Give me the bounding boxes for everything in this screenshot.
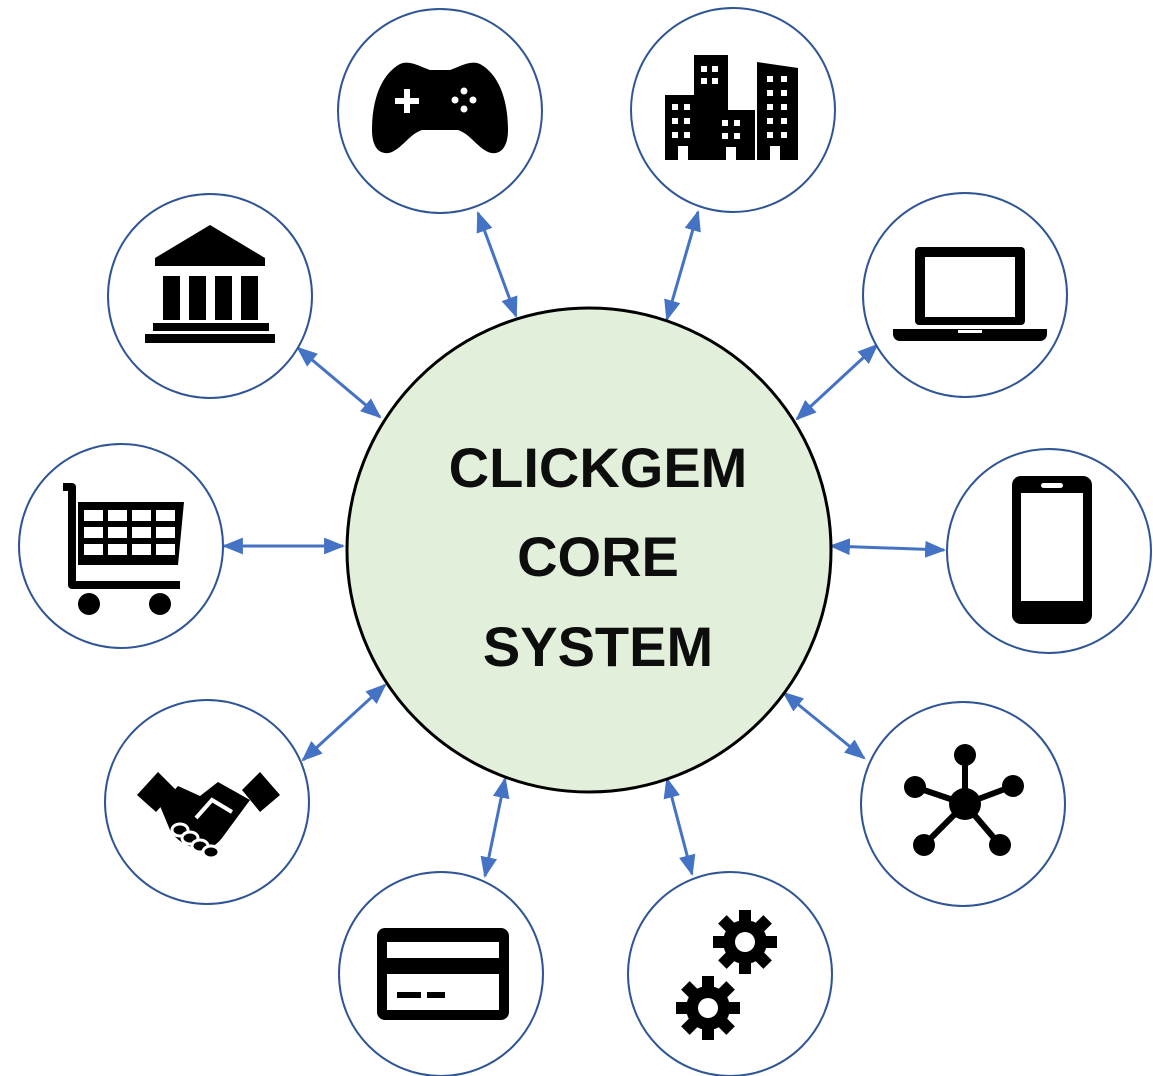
core-title-line-3: SYSTEM [483,615,713,678]
arrow-gaming [476,211,518,318]
arrow-banking [296,346,382,419]
core-title-line-2: CORE [517,525,679,588]
shopping-cart-icon [63,483,184,615]
node-settings [627,871,833,1076]
arrow-partnership [301,683,387,762]
arrow-network [782,691,866,760]
arrow-computer [795,343,879,421]
core-system: CLICKGEM CORE SYSTEM [345,306,833,794]
arrow-mobile [828,538,947,558]
network-hub-icon [904,744,1024,856]
handshake-icon [137,772,280,860]
core-circle [345,306,833,794]
smartphone-icon [1012,476,1092,624]
core-title-line-1: CLICKGEM [449,436,748,499]
credit-card-icon [377,928,509,1020]
node-banking [107,193,313,399]
game-controller-icon [372,62,508,154]
satellite-circles [18,7,1152,1076]
bank-icon [145,225,275,343]
gears-icon [676,910,777,1040]
arrow-payment [480,776,510,879]
connector-arrows [221,209,947,879]
laptop-icon [893,247,1047,341]
arrow-enterprise [664,209,701,322]
office-buildings-icon [665,55,798,160]
arrow-settings [663,776,696,877]
